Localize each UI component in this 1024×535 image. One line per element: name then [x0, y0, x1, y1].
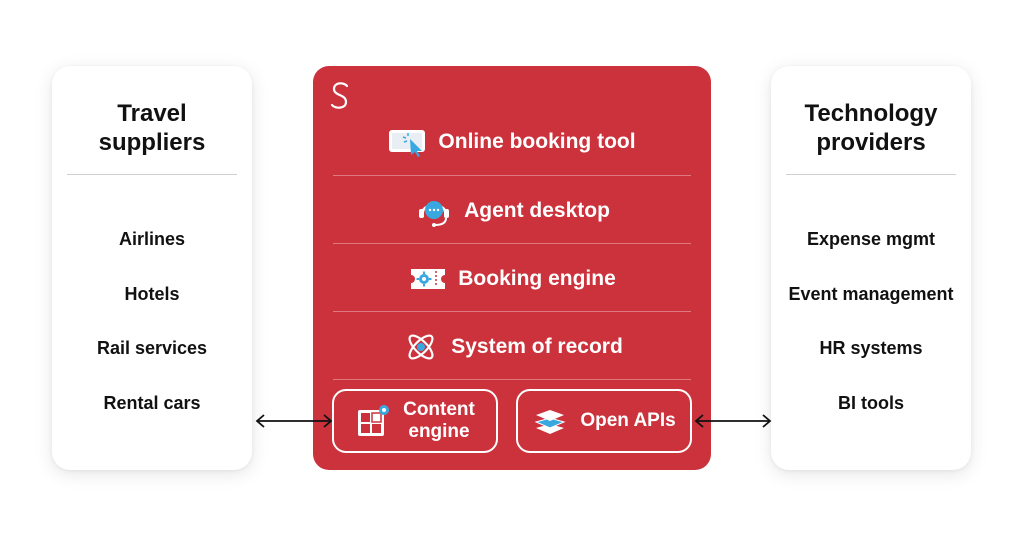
list-item: Airlines — [118, 229, 186, 249]
row-label: Online booking tool — [438, 130, 636, 153]
divider — [67, 174, 237, 175]
travel-suppliers-card: Travel suppliers Airlines Hotels Rail se… — [52, 66, 252, 470]
technology-providers-list: Expense mgmt Event management HR systems… — [771, 227, 971, 445]
list-item: Rail services — [96, 338, 208, 358]
technology-providers-title: Technology providers — [804, 100, 938, 156]
row-label: Booking engine — [458, 267, 616, 290]
row-agent-desktop: Agent desktop — [333, 177, 691, 245]
list-item: HR systems — [819, 338, 923, 358]
content-grid-icon — [355, 403, 391, 439]
divider — [333, 311, 691, 312]
divider — [786, 174, 956, 175]
row-online-booking-tool: Online booking tool — [333, 108, 691, 176]
row-system-of-record: System of record — [333, 313, 691, 381]
double-arrow-right-icon — [694, 414, 772, 428]
double-arrow-left-icon — [255, 414, 333, 428]
row-label: System of record — [451, 335, 623, 358]
layers-icon — [532, 403, 568, 439]
divider — [333, 175, 691, 176]
list-item: Hotels — [124, 283, 180, 304]
open-apis-box: Open APIs — [516, 389, 692, 453]
atom-icon — [401, 330, 441, 364]
brand-logo-icon — [330, 82, 349, 109]
headset-icon — [414, 194, 454, 228]
travel-suppliers-title: Travel suppliers — [98, 100, 206, 156]
ticket-gear-icon — [408, 262, 448, 296]
open-apis-label: Open APIs — [580, 410, 676, 431]
divider — [333, 379, 691, 380]
list-item: BI tools — [838, 392, 904, 413]
list-item: Expense mgmt — [806, 229, 936, 249]
list-item: Event management — [788, 283, 954, 304]
booking-tool-icon — [388, 125, 428, 159]
divider — [333, 243, 691, 244]
platform-panel: Online booking tool Agent desktop — [313, 66, 711, 470]
travel-suppliers-list: Airlines Hotels Rail services Rental car… — [52, 227, 252, 445]
list-item: Rental cars — [103, 392, 201, 413]
row-booking-engine: Booking engine — [333, 245, 691, 313]
row-label: Agent desktop — [464, 199, 610, 222]
technology-providers-card: Technology providers Expense mgmt Event … — [771, 66, 971, 470]
content-engine-box: Content engine — [332, 389, 498, 453]
content-engine-label: Content engine — [403, 399, 475, 442]
